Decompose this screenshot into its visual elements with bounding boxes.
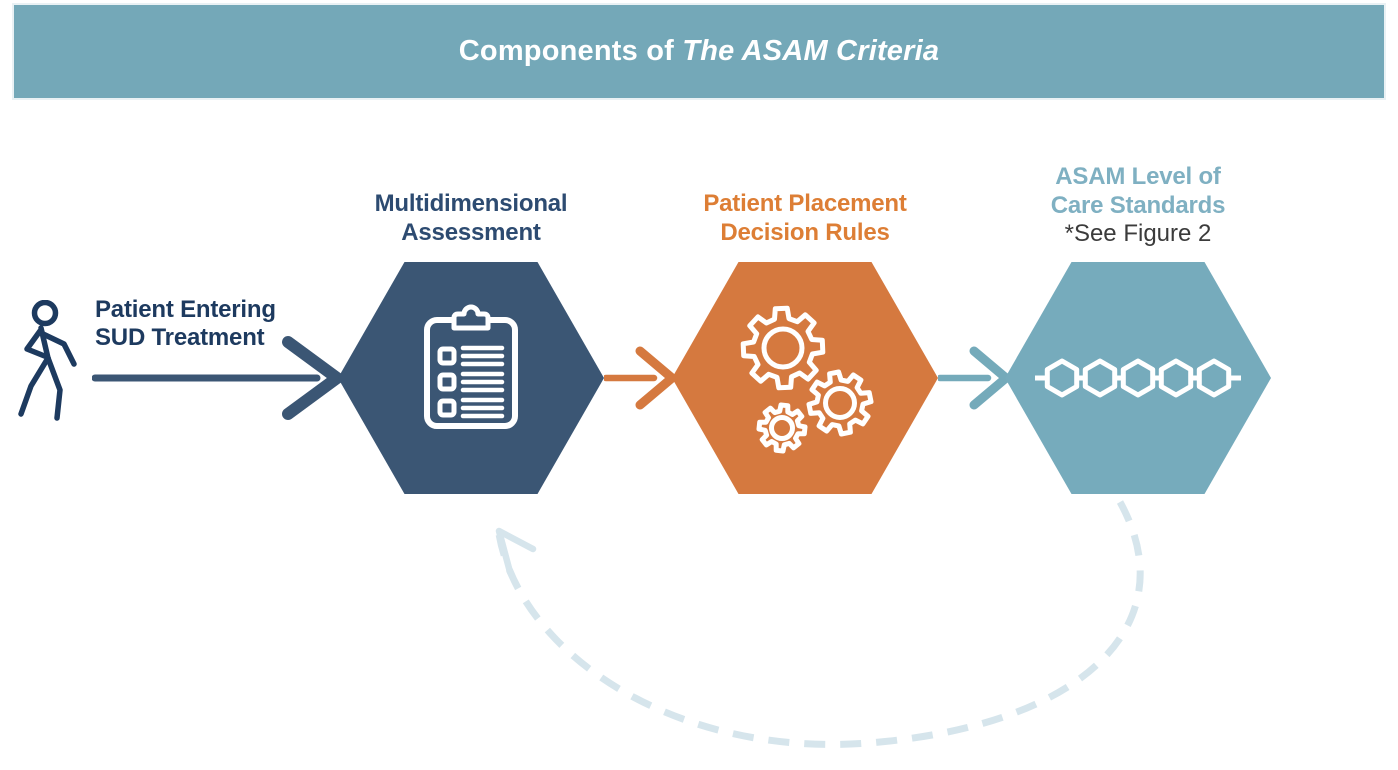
step1-label-line2: Assessment <box>401 219 541 246</box>
figure-title: Components of The ASAM Criteria <box>459 35 939 68</box>
arrow-patient-to-assessment-icon <box>92 336 343 420</box>
title-banner: Components of The ASAM Criteria <box>14 5 1384 98</box>
step3-label-line2: Care Standards <box>1050 192 1226 219</box>
gears-icon <box>740 305 874 454</box>
label-patient-placement-decision-rules: Patient Placement Decision Rules <box>645 189 965 247</box>
arrow-decision-rules-to-care-standards-icon <box>938 346 1011 410</box>
label-multidimensional-assessment: Multidimensional Assessment <box>311 189 631 247</box>
arrow-assessment-to-decision-rules-icon <box>604 346 677 410</box>
hexagon-chain-icon <box>1035 358 1241 398</box>
step3-label-line1: ASAM Level of <box>1055 163 1221 190</box>
step2-label-line2: Decision Rules <box>720 219 890 246</box>
clipboard-checklist-icon <box>424 304 518 429</box>
step3-note: *See Figure 2 <box>1064 220 1212 247</box>
figure-title-italic: The ASAM Criteria <box>682 35 940 67</box>
intro-label: Patient Entering SUD Treatment <box>95 296 335 352</box>
figure-title-regular: Components of <box>458 35 683 67</box>
label-asam-level-of-care-standards: ASAM Level of Care Standards *See Figure… <box>978 162 1298 248</box>
walking-person-icon <box>18 300 77 421</box>
step2-label-line1: Patient Placement <box>703 190 907 217</box>
intro-label-line2: SUD Treatment <box>95 324 265 351</box>
step1-label-line1: Multidimensional <box>374 190 568 217</box>
intro-label-line1: Patient Entering <box>95 296 276 323</box>
